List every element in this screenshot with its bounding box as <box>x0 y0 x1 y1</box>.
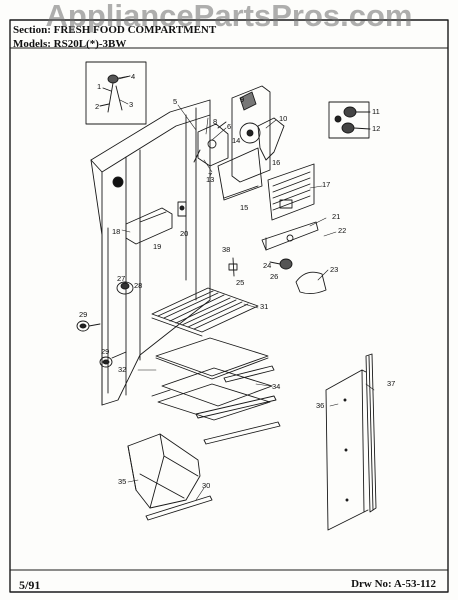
callout-27: 27 <box>117 274 125 283</box>
callout-9: 9 <box>240 95 244 104</box>
callout-8: 8 <box>213 117 217 126</box>
wire-shelf <box>151 287 259 337</box>
glass-shelves <box>151 337 273 421</box>
shelf-support <box>116 281 134 295</box>
callout-17: 17 <box>322 180 330 189</box>
callout-10: 10 <box>279 114 287 123</box>
cabinet-liner <box>90 99 211 406</box>
rear-panel <box>325 369 369 531</box>
callout-30: 30 <box>202 481 210 490</box>
callout-20: 20 <box>180 229 188 238</box>
light-bulb <box>269 258 293 270</box>
callout-13: 13 <box>206 175 214 184</box>
temperature-control <box>125 201 187 245</box>
callout-18: 18 <box>112 227 120 236</box>
leader-lines <box>117 75 375 501</box>
fan-shroud <box>231 85 271 183</box>
trim-strip <box>365 353 377 513</box>
callout-15: 15 <box>240 203 248 212</box>
drawing-border <box>9 19 449 593</box>
light-switch-inset <box>85 61 147 125</box>
duct-cover <box>217 147 263 201</box>
callout-16: 16 <box>272 158 280 167</box>
watermark: AppliancePartsPros.com <box>45 0 413 33</box>
models-label: Models: RS20L(*)-3BW <box>13 38 127 50</box>
callout-38: 38 <box>222 245 230 254</box>
callout-19: 19 <box>153 242 161 251</box>
callout-24: 24 <box>263 261 271 270</box>
lamp-bracket <box>261 221 319 251</box>
callout-29-upper: 29 <box>79 310 87 319</box>
crisper-drawer <box>127 433 201 509</box>
callout-12: 12 <box>372 124 380 133</box>
light-shield <box>295 271 327 295</box>
callout-37: 37 <box>387 379 395 388</box>
callout-11: 11 <box>372 107 380 116</box>
callout-32: 32 <box>118 365 126 374</box>
callout-21: 21 <box>332 212 340 221</box>
callout-labels: 4 1 3 2 5 8 6 7 9 10 11 12 13 14 15 16 1… <box>79 72 395 490</box>
callout-28: 28 <box>134 281 142 290</box>
baffle-grille <box>267 163 315 221</box>
bracket <box>257 117 285 161</box>
callout-34: 34 <box>272 382 280 391</box>
callout-6: 6 <box>227 122 231 131</box>
callout-5: 5 <box>173 97 177 106</box>
callout-4: 4 <box>131 72 135 81</box>
callout-25: 25 <box>236 278 244 287</box>
drawing-number: Drw No: A-53-112 <box>351 578 436 590</box>
callout-26: 26 <box>270 272 278 281</box>
callout-29-lower: 29 <box>101 347 109 356</box>
grommets <box>76 320 127 368</box>
callout-3: 3 <box>129 100 133 109</box>
callout-23: 23 <box>330 265 338 274</box>
section-title: Section: FRESH FOOD COMPARTMENT <box>13 24 217 36</box>
callout-36: 36 <box>316 401 324 410</box>
screw <box>228 257 238 277</box>
callout-35: 35 <box>118 477 126 486</box>
sensor-inset <box>328 101 371 139</box>
callout-22: 22 <box>338 226 346 235</box>
control-housing <box>193 121 229 167</box>
callout-14: 14 <box>232 136 240 145</box>
callout-1: 1 <box>97 82 101 91</box>
revision-date: 5/91 <box>19 578 41 592</box>
callout-31: 31 <box>260 302 268 311</box>
callout-2: 2 <box>95 102 99 111</box>
drawer-rail <box>145 495 213 521</box>
callout-7: 7 <box>208 171 212 180</box>
shelf-rails <box>195 365 281 445</box>
